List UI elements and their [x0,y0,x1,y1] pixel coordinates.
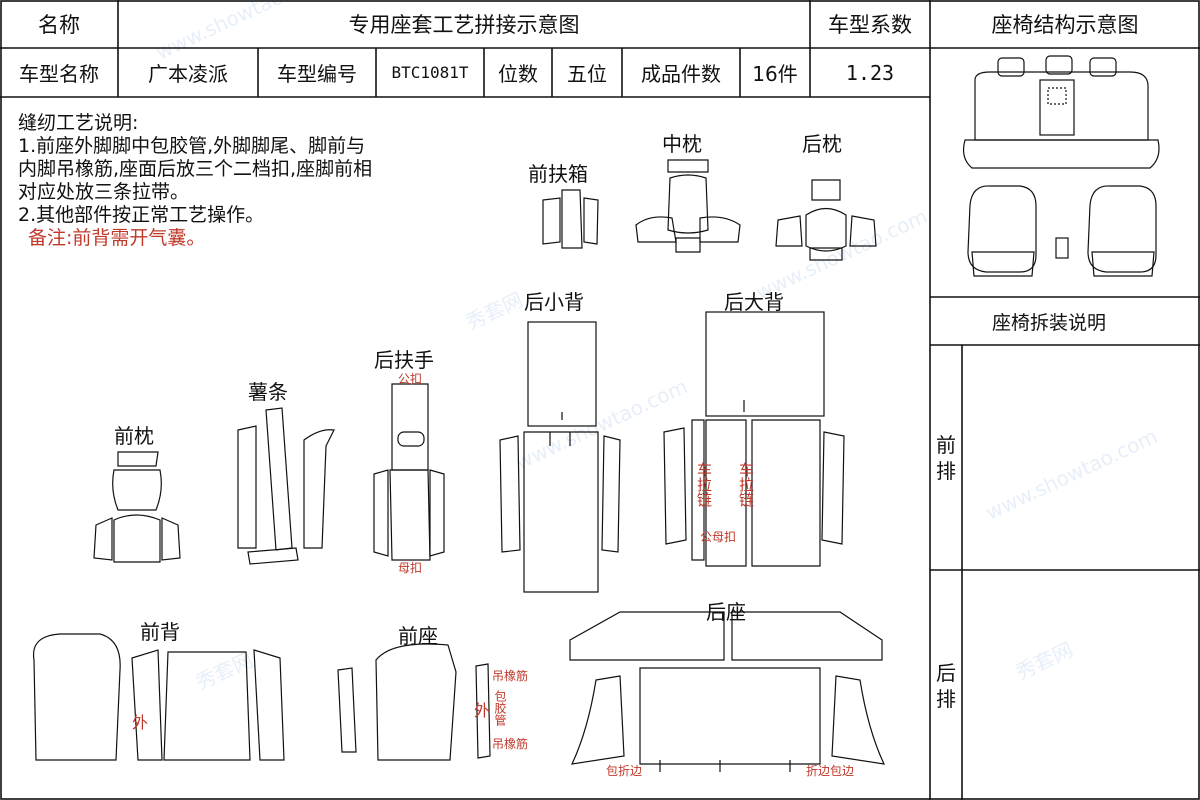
notes-title: 缝纫工艺说明: [18,112,139,134]
front-pillow-pieces [93,451,181,563]
rear-row-label: 后排 [936,661,956,711]
label-rear-armrest: 后扶手 [374,348,434,372]
install-title: 座椅拆装说明 [992,312,1107,334]
rear-small-back-pieces [499,321,621,593]
sheet-title: 专用座套工艺拼接示意图 [348,13,580,37]
label-front-seat: 前座 [398,624,438,648]
watermark-url: www.showtao.com [982,424,1161,525]
seats-value: 五位 [567,62,607,86]
watermark: www.showtao.com 秀套网 www.showtao.com 秀套网 … [152,0,1161,695]
annotation-hang-elastic-top: 吊橡筋 [492,668,528,683]
annotation-zipper-left: 车拉链 [695,462,713,507]
label-rear-large-back: 后大背 [724,290,784,314]
notes-line: 内脚吊橡筋,座面后放三个二档扣,座脚前相 [18,158,373,180]
annotation-male-female-buckle: 公母扣 [700,530,736,544]
strip-pieces [237,407,335,565]
label-front-back: 前背 [140,620,180,644]
sewing-notes: 缝纫工艺说明: 1.前座外脚脚中包胶管,外脚脚尾、脚前与 内脚吊橡筋,座面后放三… [18,112,372,250]
annotation-outer-seat: 外 [474,701,490,720]
annotation-zipper-right: 车拉链 [737,462,755,507]
label-rear-pillow: 后枕 [802,132,842,156]
annotation-wrap-tube: 包胶管 [493,690,507,727]
rear-seat-pieces [569,611,886,772]
coef-label: 车型系数 [828,13,912,37]
red-annotations: 公扣 母扣 车拉链 车拉链 公母扣 外 外 吊橡筋 包胶管 吊橡筋 包折边 折边… [132,372,854,778]
name-label: 名称 [38,13,80,37]
annotation-wrap-edge-right: 折边包边 [806,763,854,778]
coef-value: 1.23 [845,60,895,85]
watermark-brand: 秀套网 [1012,637,1077,684]
rear-pillow-pieces [775,179,877,261]
model-name-label: 车型名称 [19,62,99,86]
model-no-label: 车型编号 [277,62,357,86]
pattern-outlines [32,159,886,772]
seat-structure-sketch [962,55,1160,277]
front-row-label: 前排 [936,433,956,483]
watermark-brand: 秀套网 [462,287,527,334]
pieces-value: 16件 [752,62,798,86]
model-name: 广本凌派 [148,62,228,86]
label-front-pillow: 前枕 [114,424,154,448]
annotation-wrap-edge-left: 包折边 [606,763,642,778]
annotation-hang-elastic-bottom: 吊橡筋 [492,736,528,751]
notes-line: 1.前座外脚脚中包胶管,外脚脚尾、脚前与 [18,135,366,157]
front-armrest-box-pieces [542,189,599,249]
label-rear-seat: 后座 [706,600,746,624]
notes-line: 2.其他部件按正常工艺操作。 [18,204,265,226]
model-no: BTC1081T [391,63,469,82]
annotation-outer-back: 外 [132,713,148,732]
label-front-armrest-box: 前扶箱 [528,162,588,186]
middle-pillow-pieces [635,159,741,253]
pieces-label: 成品件数 [641,62,721,86]
front-seat-pieces [337,643,491,761]
annotation-male-buckle: 公扣 [398,372,422,386]
label-middle-pillow: 中枕 [662,132,702,156]
front-back-pieces [32,633,285,761]
rear-large-back-pieces [663,311,845,567]
rear-armrest-pieces [373,383,445,561]
notes-remark: 备注:前背需开气囊。 [28,227,206,249]
label-rear-small-back: 后小背 [524,290,584,314]
annotation-female-buckle: 母扣 [398,561,422,575]
label-strip: 薯条 [248,380,288,404]
structure-title: 座椅结构示意图 [991,13,1139,37]
notes-line: 对应处放三条拉带。 [18,181,190,203]
seats-label: 位数 [498,62,538,86]
